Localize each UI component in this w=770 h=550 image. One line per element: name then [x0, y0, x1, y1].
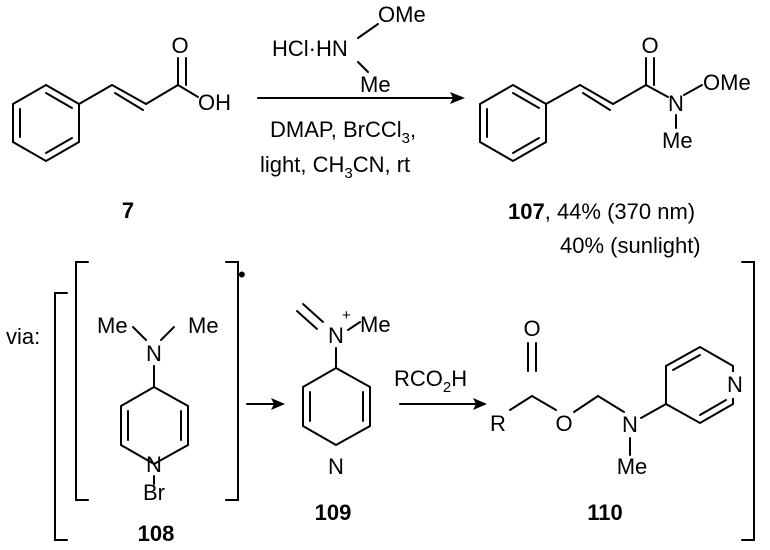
conditions-line-2: light, CH3CN, rt [260, 152, 410, 182]
compound-107-nitrogen: N [668, 91, 684, 116]
compound-108-structure: Me Me N N Br [97, 313, 219, 505]
compound-7-oxygen: O [171, 33, 188, 58]
conditions-line-1: DMAP, BrCCl3, [270, 117, 416, 147]
compound-107-structure: O N OMe Me [479, 33, 751, 163]
compound-110-oxygen-ester: O [555, 411, 572, 436]
compound-107-oxygen: O [641, 33, 658, 58]
compound-107-yield-line-2: 40% (sunlight) [560, 233, 701, 258]
weinreb-amine-reagent: HCl·HN OMe Me [272, 2, 426, 97]
compound-109-structure: N + Me N [296, 303, 391, 479]
reagent-ome: OMe [378, 2, 426, 27]
compound-109-n-ring: N [328, 454, 344, 479]
compound-7-structure: O OH [12, 33, 231, 163]
compound-107-yield-line-1: 107, 44% (370 nm) [508, 199, 695, 224]
compound-109-plus: + [342, 307, 351, 324]
compound-110-n-ring: N [727, 372, 743, 397]
compound-109-me: Me [360, 312, 391, 337]
compound-108-br: Br [143, 480, 165, 505]
radical-dot: • [238, 262, 246, 287]
compound-110-label: 110 [587, 500, 623, 525]
mechanism-arrow-2 [399, 398, 487, 410]
outer-bracket [54, 261, 755, 541]
compound-110-structure: O R O N Me N [490, 316, 746, 479]
reagent-me: Me [360, 72, 391, 97]
compound-108-n-top: N [146, 341, 162, 366]
compound-110-r: R [490, 411, 506, 436]
compound-110-oxygen-carbonyl: O [523, 316, 540, 341]
via-label: via: [6, 324, 40, 349]
compound-110-me: Me [617, 454, 648, 479]
compound-109-label: 109 [315, 500, 352, 525]
compound-108-me-right: Me [188, 313, 219, 338]
compound-110-n-amine: N [622, 412, 638, 437]
compound-108-me-left: Me [97, 313, 128, 338]
mechanism-reagent: RCO2H [394, 366, 467, 396]
compound-108-n-ring: N [146, 452, 162, 477]
compound-108-label: 108 [138, 521, 175, 546]
compound-7-label: 7 [122, 198, 134, 223]
compound-109-n-top: N [328, 323, 344, 348]
mechanism-arrow-1 [246, 398, 285, 410]
reaction-arrow [257, 92, 465, 104]
radical-bracket [75, 261, 239, 501]
compound-107-me: Me [662, 128, 693, 153]
compound-7-hydroxyl: OH [198, 90, 231, 115]
compound-107-ome: OMe [703, 70, 751, 95]
reagent-hcl-hn: HCl·HN [272, 36, 348, 61]
